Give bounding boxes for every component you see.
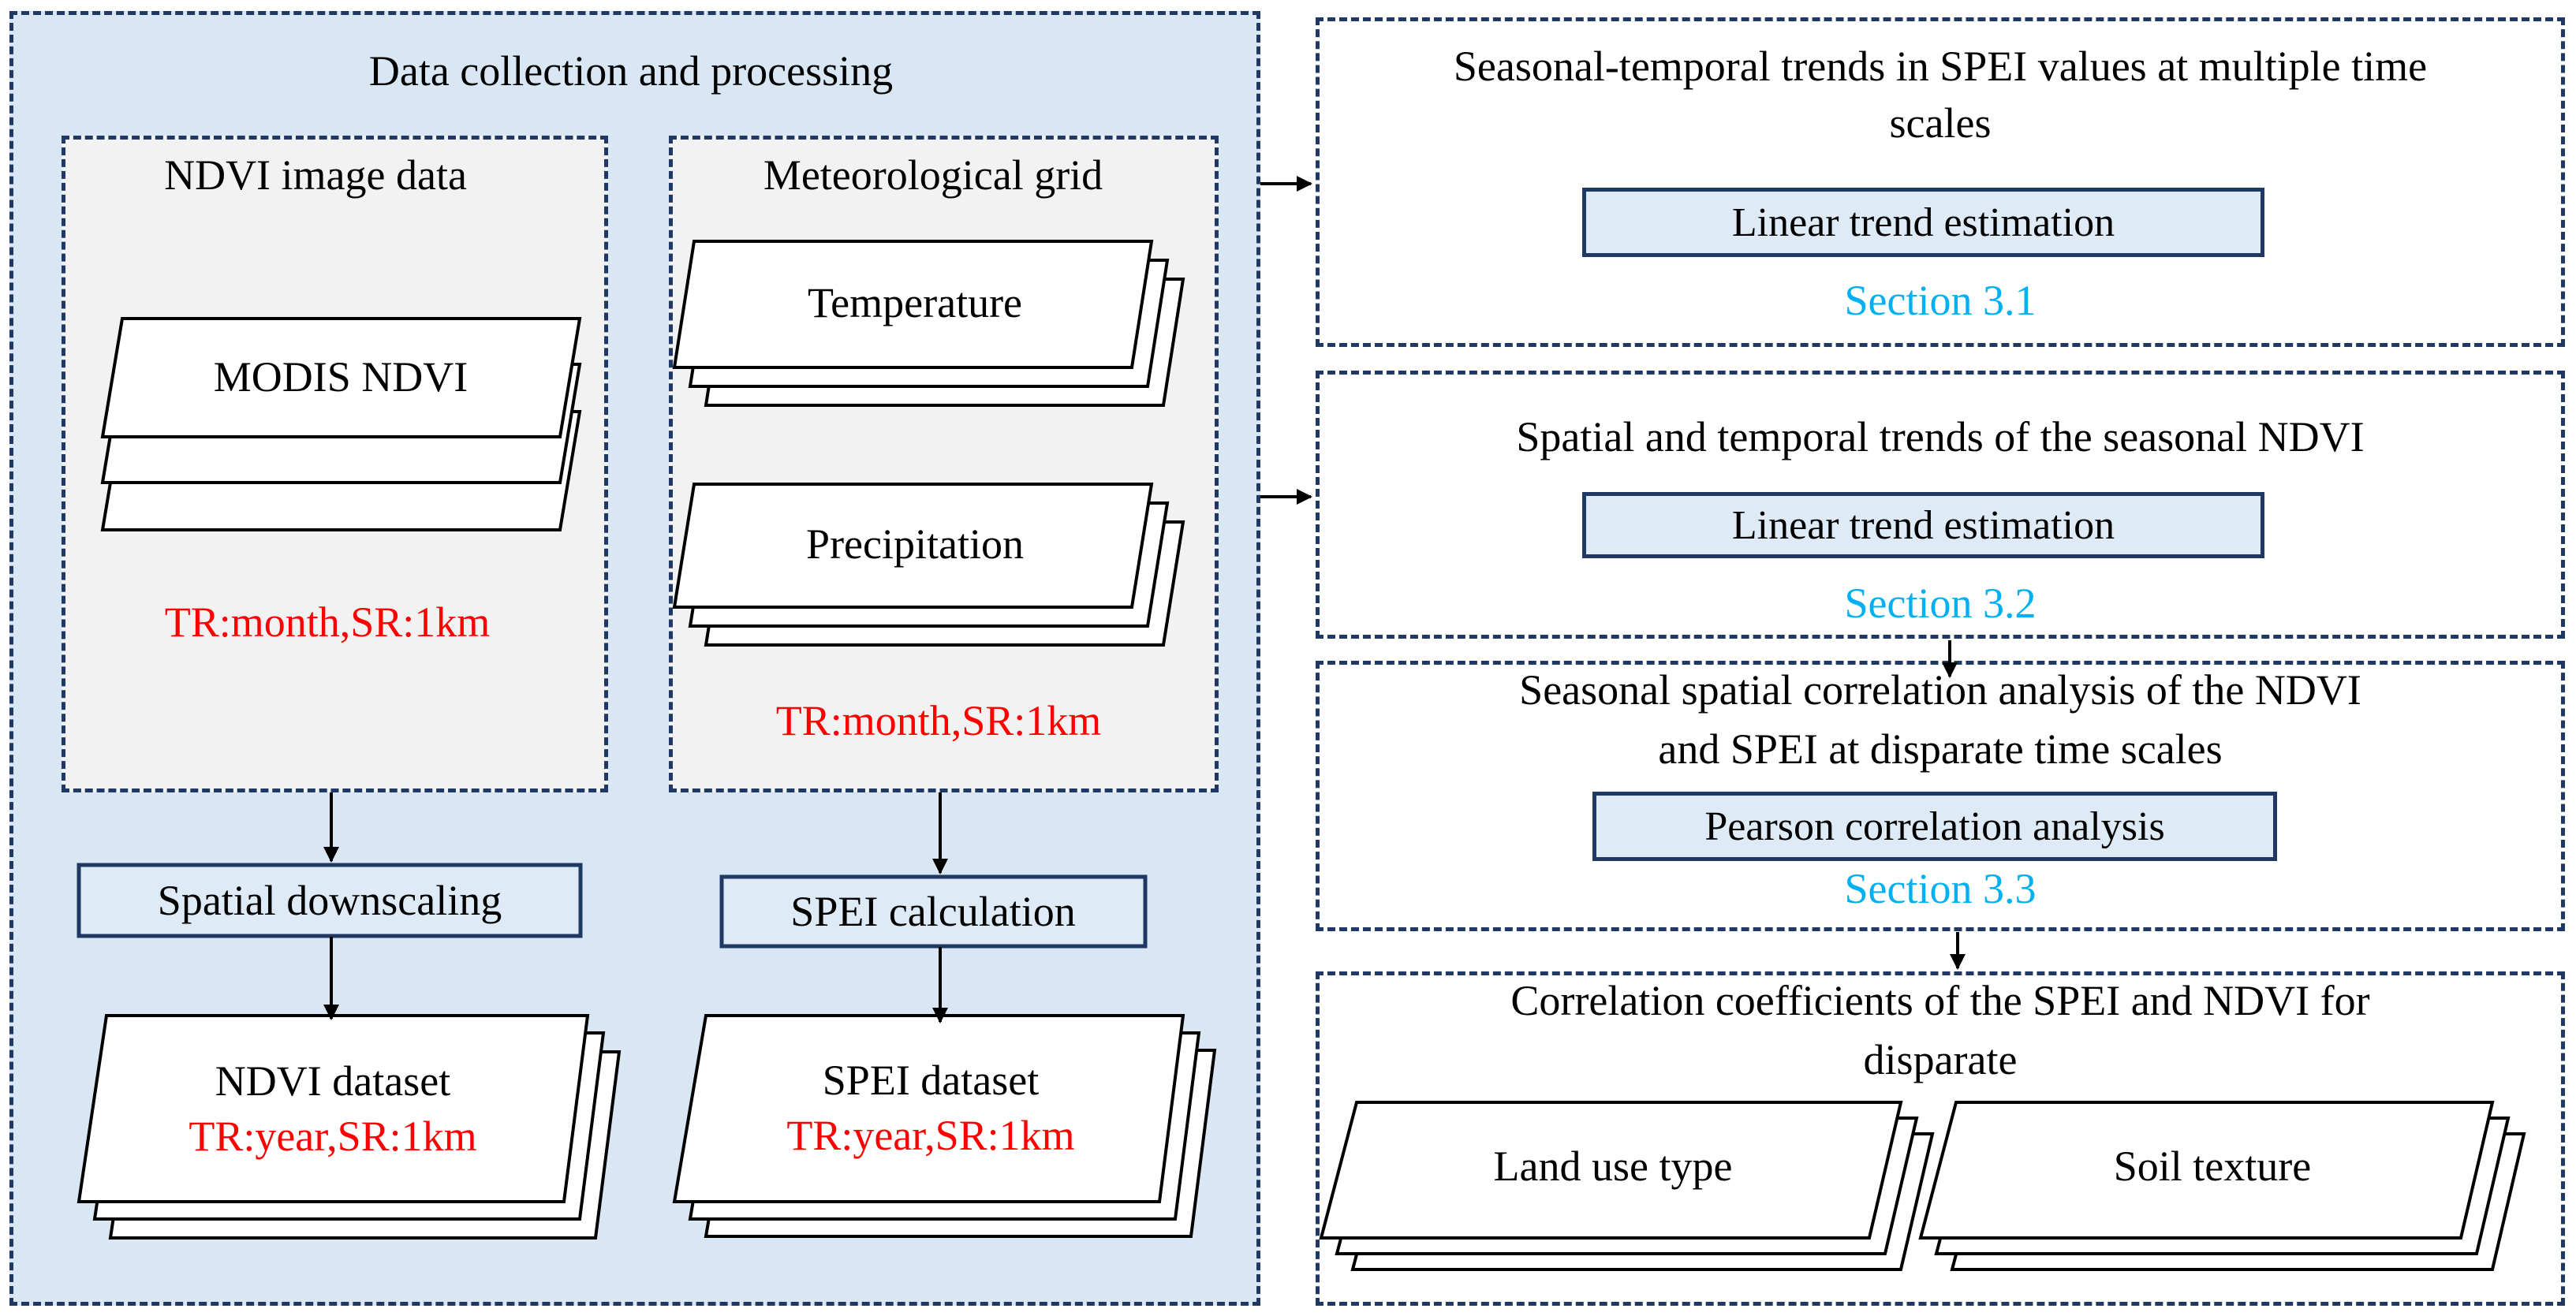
modis-ndvi-stack [100, 317, 582, 531]
spei-dataset-resolution: TR:year,SR:1km [786, 1112, 1075, 1159]
data-collection-title: Data collection and processing [368, 47, 894, 95]
land-use-type-stack [1319, 1101, 1935, 1271]
ndvi-dataset-stack [77, 1014, 622, 1240]
section-3-3-label: Section 3.3 [1844, 865, 2037, 912]
land-use-type-label: Land use type [1493, 1143, 1733, 1190]
temperature-stack [672, 240, 1185, 407]
spei-trends-title-line2: scales [1889, 99, 1992, 147]
ndvi-resolution-label: TR:month,SR:1km [164, 598, 491, 646]
correlation-coefficients-title-line1: Correlation coefficients of the SPEI and… [1510, 977, 2370, 1024]
spei-dataset-label: SPEI dataset [822, 1057, 1040, 1104]
linear-trend-method-2: Linear trend estimation [1582, 492, 2264, 558]
ndvi-trends-title: Spatial and temporal trends of the seaso… [1516, 413, 2365, 460]
ndvi-dataset-resolution: TR:year,SR:1km [189, 1113, 477, 1160]
spei-dataset-stack [672, 1014, 1217, 1238]
pearson-correlation-method: Pearson correlation analysis [1592, 792, 2277, 861]
spatial-downscaling-box [77, 863, 583, 938]
spei-calculation-label: SPEI calculation [790, 888, 1076, 935]
spei-trends-box [1316, 17, 2565, 347]
linear-trend-method-1: Linear trend estimation [1582, 188, 2264, 257]
correlation-coefficients-box [1316, 971, 2565, 1306]
soil-texture-label: Soil texture [2113, 1143, 2312, 1190]
modis-ndvi-label: MODIS NDVI [213, 353, 469, 401]
precipitation-stack [672, 483, 1185, 647]
correlation-analysis-title-line2: and SPEI at disparate time scales [1658, 725, 2223, 773]
spatial-downscaling-label: Spatial downscaling [157, 877, 502, 924]
correlation-analysis-box [1316, 661, 2565, 931]
meteorological-grid-title: Meteorological grid [763, 151, 1103, 199]
ndvi-image-data-title: NDVI image data [164, 151, 467, 199]
precipitation-label: Precipitation [806, 520, 1024, 568]
section-3-2-label: Section 3.2 [1844, 580, 2037, 627]
section-3-1-label: Section 3.1 [1844, 277, 2037, 324]
spei-trends-title-line1: Seasonal-temporal trends in SPEI values … [1453, 43, 2428, 90]
correlation-analysis-title-line1: Seasonal spatial correlation analysis of… [1519, 666, 2361, 714]
meteo-resolution-label: TR:month,SR:1km [775, 697, 1102, 744]
temperature-label: Temperature [807, 279, 1023, 326]
soil-texture-stack [1918, 1101, 2526, 1271]
ndvi-dataset-label: NDVI dataset [215, 1057, 451, 1105]
correlation-coefficients-title-line2: disparate [1863, 1036, 2018, 1083]
ndvi-trends-box [1316, 371, 2565, 639]
spei-calculation-box [719, 874, 1148, 949]
